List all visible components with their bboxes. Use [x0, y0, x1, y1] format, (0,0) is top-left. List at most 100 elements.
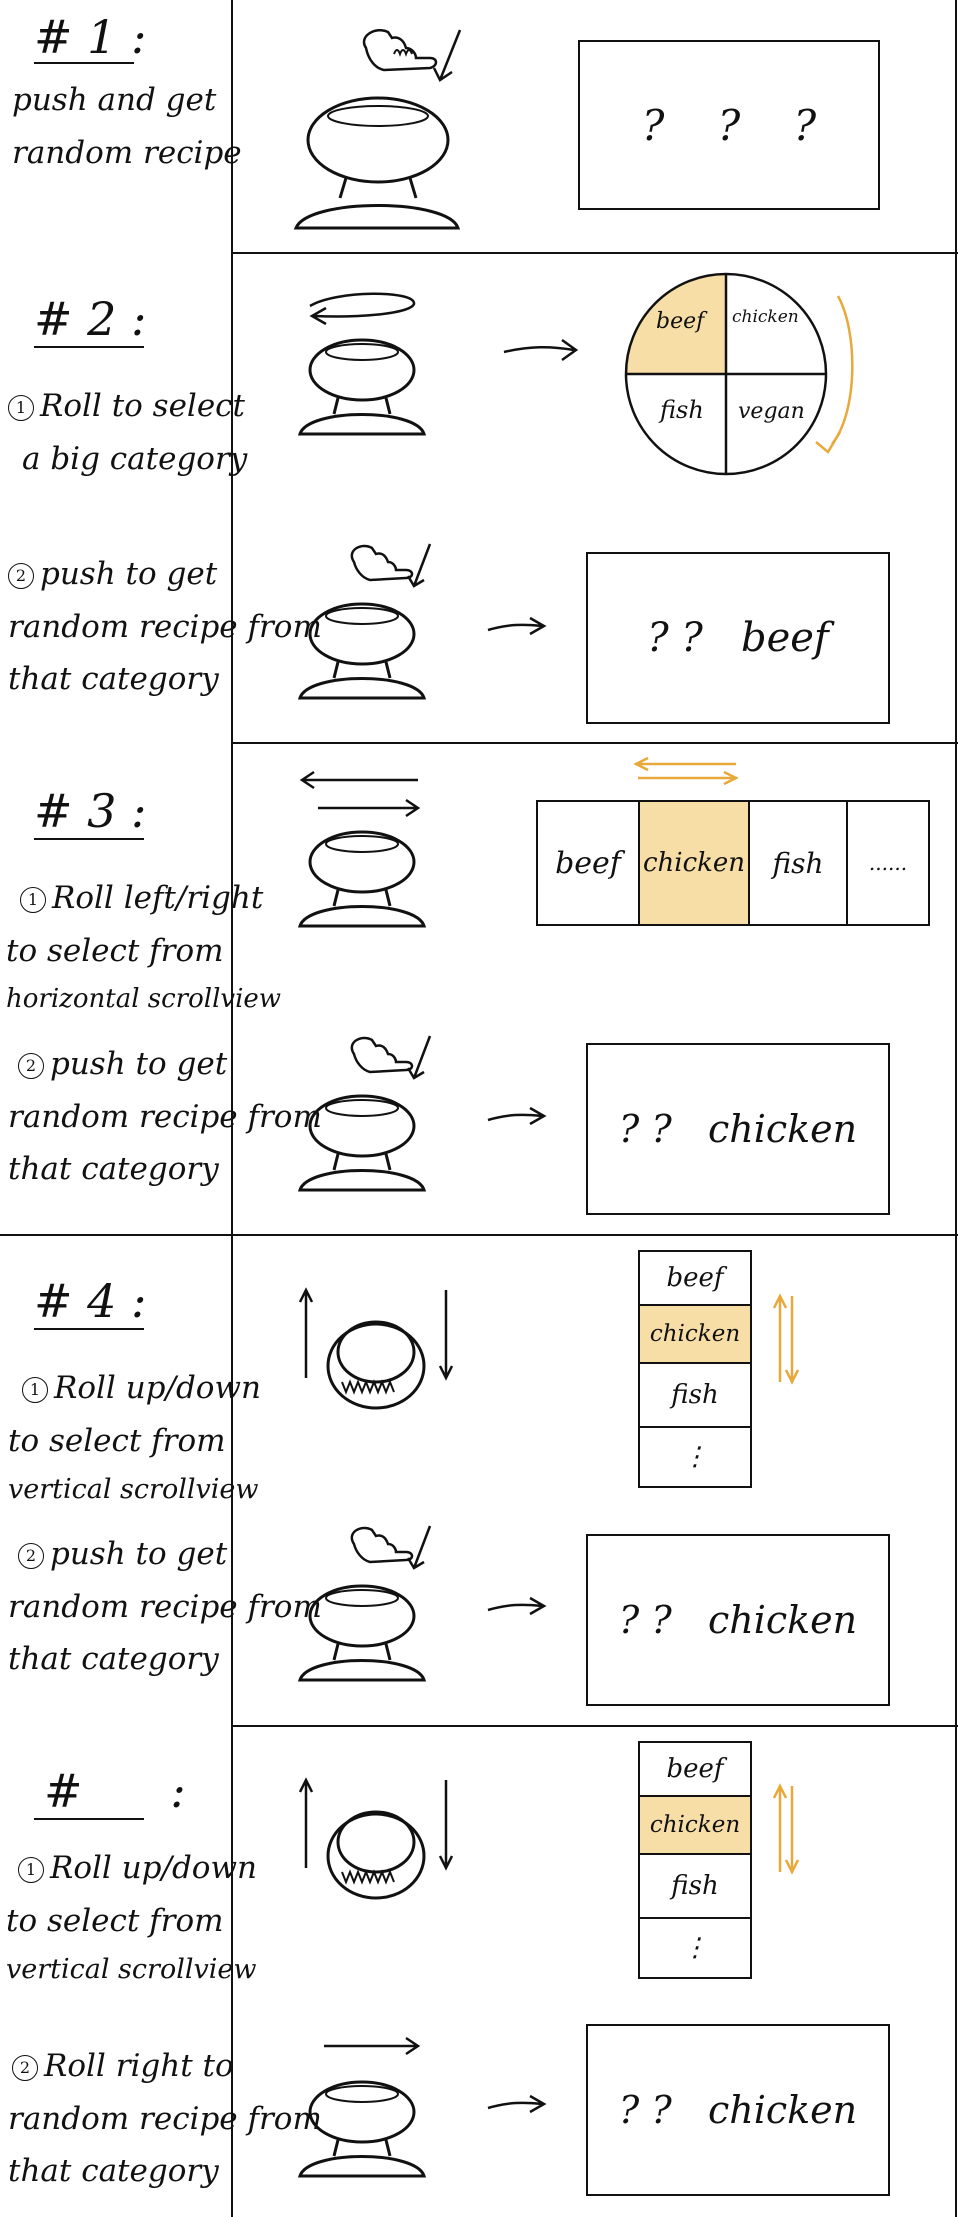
section-title: # 4 :	[34, 1274, 147, 1328]
knob-push-icon	[293, 29, 462, 230]
step-line: to select from	[6, 932, 224, 969]
step-marker: 2	[12, 2054, 38, 2081]
section-title: # 3 :	[34, 784, 147, 838]
arrow-right-icon	[487, 2094, 547, 2114]
knob-push-icon	[297, 1035, 432, 1192]
step-marker: 2	[8, 562, 34, 589]
scroll-item[interactable]: ......	[868, 851, 908, 875]
step-line: vertical scrollview	[8, 1474, 259, 1506]
scroll-item[interactable]: fish	[640, 1855, 750, 1919]
step-line: random recipe from	[8, 608, 322, 645]
scroll-item[interactable]: beef	[640, 1252, 750, 1306]
recipe-result-box: ? ? chicken	[586, 2024, 890, 2196]
step-marker: 1	[20, 886, 46, 913]
result-text: ? ? chicken	[618, 1107, 858, 1151]
scroll-item-selected[interactable]: chicken	[640, 1797, 750, 1855]
wheel-label: chicken	[732, 307, 799, 327]
section-title: # 2 :	[34, 292, 147, 346]
recipe-result-box: ? ? ?	[578, 40, 880, 210]
arrow-right-icon	[503, 338, 579, 362]
section-title: # :	[44, 1764, 186, 1818]
category-wheel: beef chicken fish vegan	[624, 272, 854, 476]
vertical-scrollview: beef chicken fish ⋮	[638, 1250, 752, 1488]
knob-roll-right-icon	[297, 2036, 427, 2178]
result-text: ? ? beef	[647, 615, 829, 661]
step-marker: 2	[18, 1542, 44, 1569]
step-line: a big category	[22, 440, 248, 477]
step-line: random recipe from	[8, 1098, 322, 1135]
step-line: random recipe from	[8, 2100, 322, 2137]
knob-roll-vertical-icon	[298, 1777, 454, 1900]
scroll-item-selected[interactable]: chicken	[640, 802, 750, 924]
arrow-right-icon	[487, 1596, 547, 1616]
scroll-item[interactable]: ⋮	[682, 1442, 708, 1472]
scroll-direction-icon	[772, 1293, 800, 1385]
knob-roll-vertical-icon	[298, 1287, 454, 1410]
result-text: ? ? ?	[641, 100, 817, 150]
title-underline	[34, 346, 144, 348]
recipe-result-box: ? ? chicken	[586, 1043, 890, 1215]
step-line: that category	[8, 2153, 219, 2190]
arrow-right-icon	[487, 1106, 547, 1126]
recipe-result-box: ? ? chicken	[586, 1534, 890, 1706]
knob-push-icon	[297, 1525, 432, 1682]
title-underline	[34, 838, 144, 840]
scroll-item-selected[interactable]: chicken	[640, 1306, 750, 1364]
scroll-direction-icon	[772, 1783, 800, 1875]
title-underline	[34, 62, 134, 64]
step-line: horizontal scrollview	[6, 984, 282, 1015]
step-line: to select from	[8, 1422, 226, 1459]
step-line: random recipe	[12, 134, 242, 171]
step-marker: 1	[8, 394, 34, 421]
scroll-item[interactable]: fish	[750, 802, 848, 924]
step-line: that category	[8, 1151, 219, 1188]
recipe-result-box: ? ? beef	[586, 552, 890, 724]
step-marker: 1	[18, 1856, 44, 1883]
scroll-direction-icon	[633, 756, 739, 786]
scroll-item[interactable]: fish	[640, 1364, 750, 1428]
knob-roll-horizontal-icon	[297, 770, 427, 928]
step-marker: 2	[18, 1052, 44, 1079]
step-line: random recipe from	[8, 1588, 322, 1625]
wheel-slice-selected	[626, 274, 726, 374]
step-line: push and get	[12, 82, 217, 118]
step-line: that category	[8, 1641, 219, 1678]
step-line: vertical scrollview	[6, 1954, 257, 1986]
wheel-label: vegan	[738, 399, 805, 424]
wheel-label: fish	[658, 396, 704, 424]
arrow-right-icon	[487, 616, 547, 636]
title-underline	[34, 1818, 144, 1820]
step-text: push and get random recipe	[12, 74, 242, 179]
section-title: # 1 :	[34, 10, 147, 64]
title-underline	[34, 1328, 144, 1330]
knob-push-icon	[297, 543, 432, 700]
scroll-item[interactable]: beef	[538, 802, 640, 924]
step-line: to select from	[6, 1902, 224, 1939]
horizontal-scrollview: beef chicken fish ......	[536, 800, 930, 926]
knob-roll-icon	[297, 292, 427, 436]
step-line: that category	[8, 661, 219, 698]
result-text: ? ? chicken	[618, 2088, 858, 2132]
step-marker: 1	[22, 1376, 48, 1403]
wheel-label: beef	[656, 309, 708, 334]
vertical-scrollview: beef chicken fish ⋮	[638, 1741, 752, 1979]
rotate-arrow-icon	[815, 295, 854, 454]
scroll-item[interactable]: ⋮	[682, 1933, 708, 1963]
scroll-item[interactable]: beef	[640, 1743, 750, 1797]
